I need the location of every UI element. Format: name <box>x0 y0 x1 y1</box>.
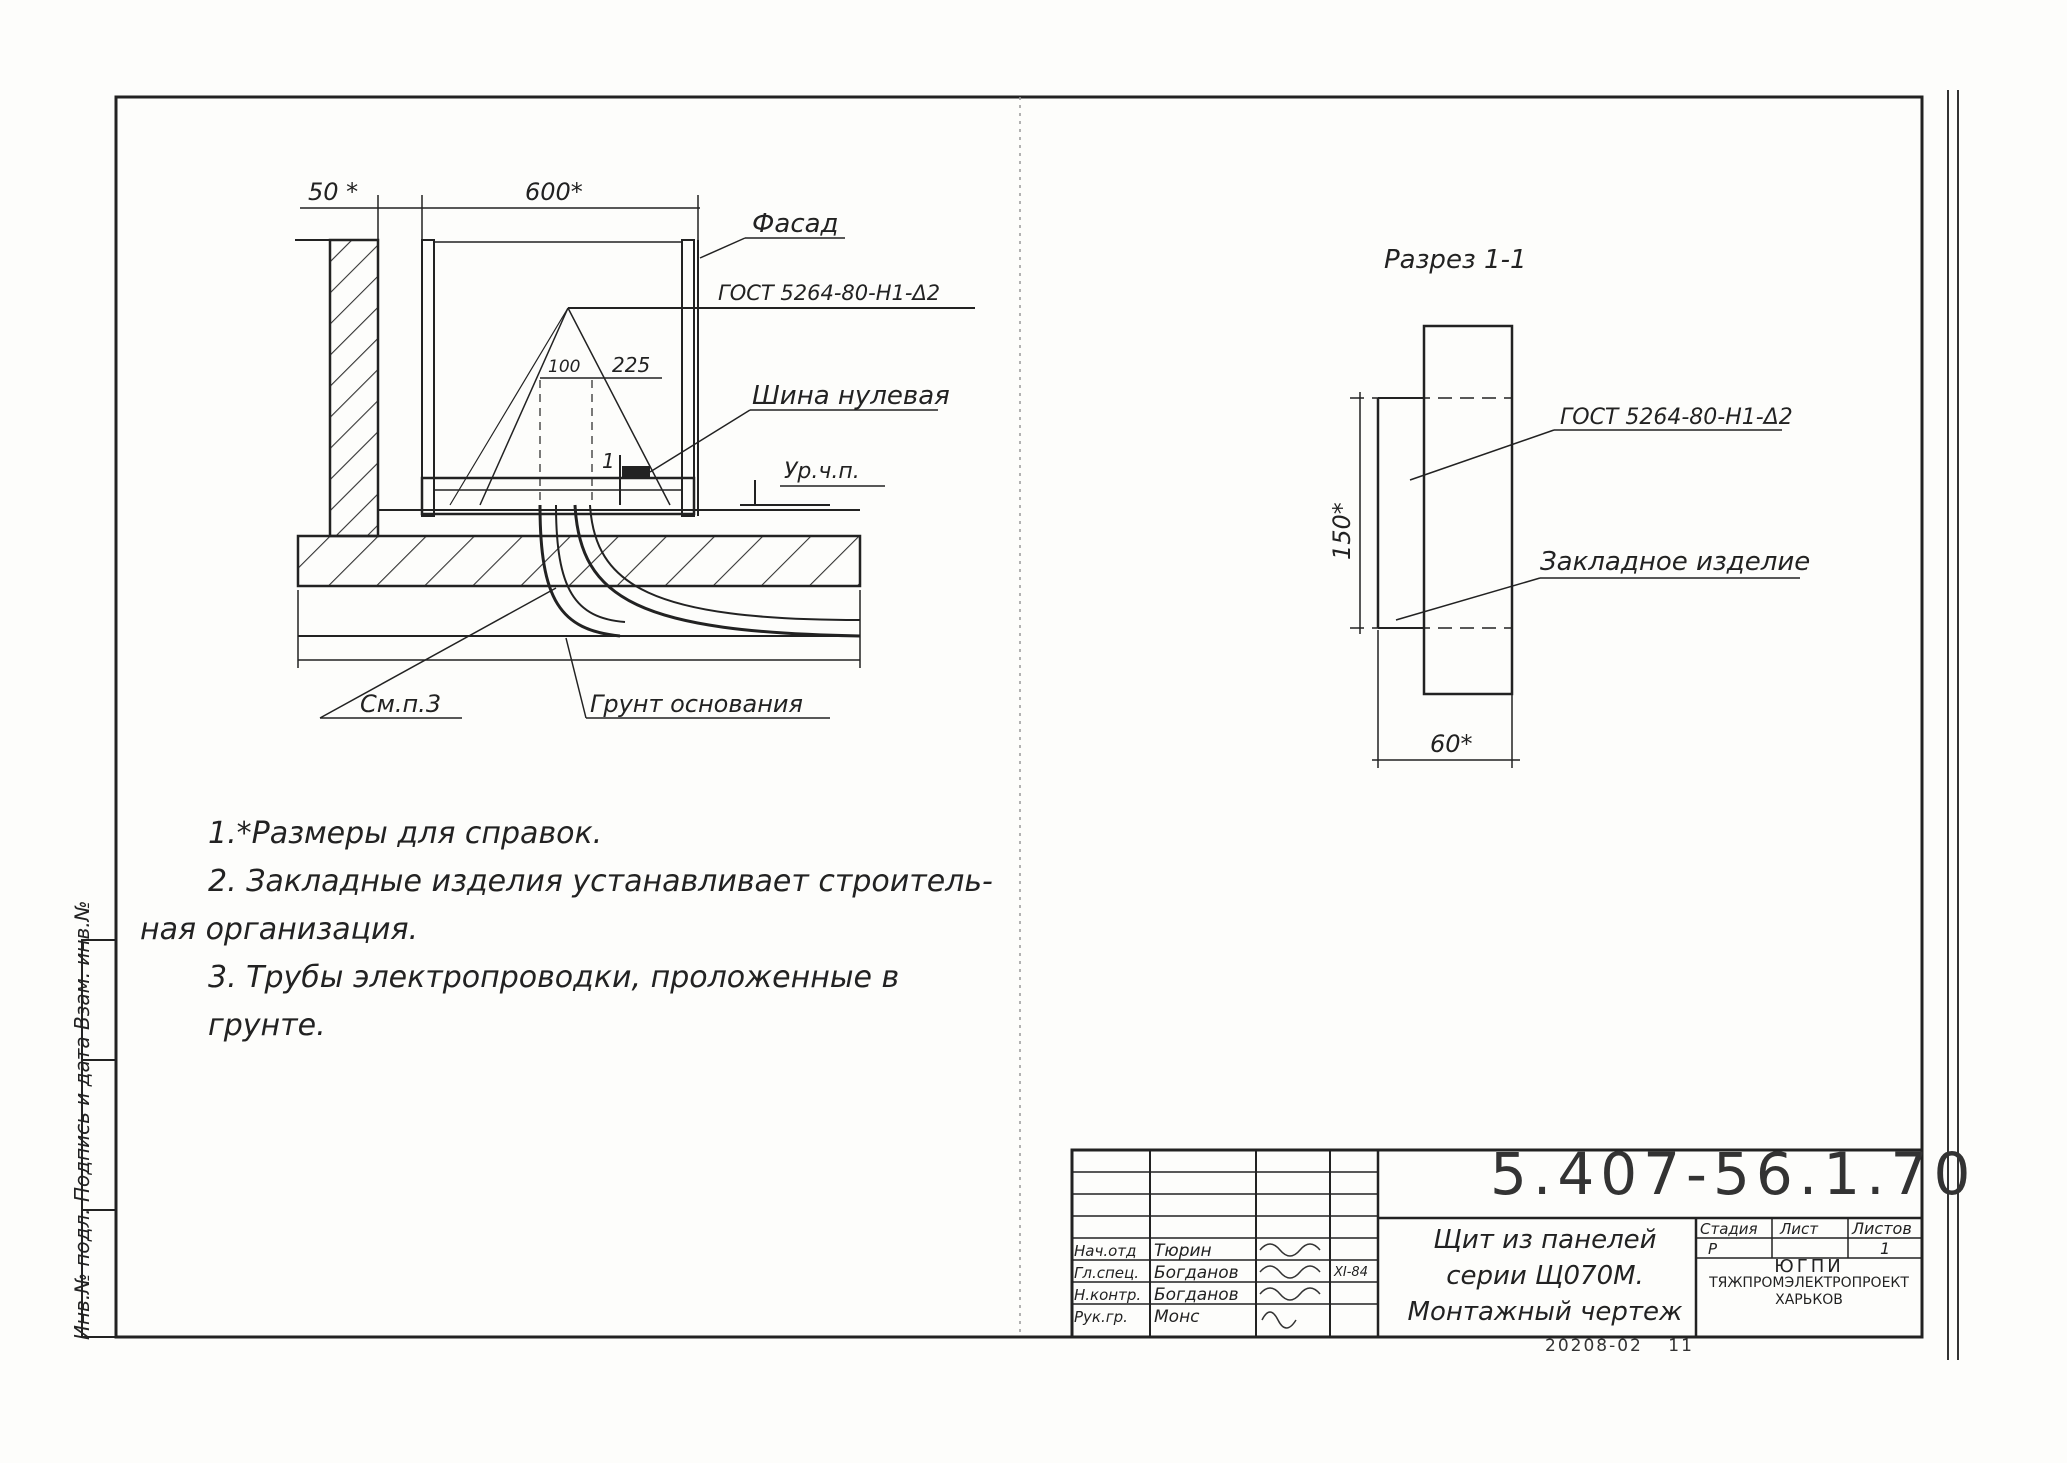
title-line-2: серии Щ070М. <box>1446 1261 1644 1291</box>
outer-frame <box>114 95 1924 1339</box>
note-1: 1.*Размеры для справок. <box>208 816 603 851</box>
title-line-1: Щит из панелей <box>1433 1225 1657 1255</box>
see-leader <box>319 587 557 719</box>
org-line-2: ТЯЖПРОМЭЛЕКТРОПРОЕКТ <box>1709 1275 1909 1291</box>
signature-mark <box>1259 1287 1321 1301</box>
archive-number: 20208-02 11 <box>1545 1336 1694 1356</box>
note-3: 3. Трубы электропроводки, проложенные в … <box>208 960 900 1043</box>
name-1: Тюрин <box>1154 1241 1212 1261</box>
org-line-3: ХАРЬКОВ <box>1775 1292 1843 1308</box>
role-2: Гл.спец. <box>1074 1264 1139 1282</box>
gost-leader-right <box>1409 429 1555 481</box>
signature-mark <box>1261 1311 1297 1329</box>
side-stamp-strip <box>81 939 117 1338</box>
ground-label: Грунт основания <box>590 690 803 718</box>
wall-section <box>328 238 380 538</box>
dim-225-label: 225 <box>612 353 650 377</box>
dim-100-label: 100 <box>548 357 580 377</box>
leader-line <box>567 307 671 506</box>
dim-50-label: 50 * <box>308 178 358 206</box>
conduit-1b <box>555 504 626 623</box>
conduit-1 <box>538 504 621 638</box>
name-3: Богданов <box>1154 1285 1239 1305</box>
panel-right-profile <box>681 239 695 517</box>
document-code: 5.407-56.1.70 <box>1490 1140 1977 1208</box>
archive-number-value: 20208-02 <box>1545 1336 1643 1356</box>
bus-leader <box>649 409 751 473</box>
title-line-3: Монтажный чертеж <box>1407 1297 1683 1327</box>
section-1-1-drawing: Разрез 1-1 ГОСТ 5264-80-Н1-Δ2 150* Закла… <box>1328 245 1810 768</box>
document-title: Щит из панелей серии Щ070М. Монтажный че… <box>1380 1222 1710 1330</box>
zero-bus <box>622 466 650 478</box>
dim-150-label: 150* <box>1328 502 1356 560</box>
gost-label-left: ГОСТ 5264-80-Н1-Δ2 <box>718 281 940 305</box>
side-stamp-label: Инв.№ подл. Подпись и дата Взам. инв.№ <box>70 900 94 1340</box>
archive-sheet-value: 11 <box>1668 1336 1694 1356</box>
panel-base-frame <box>420 476 696 516</box>
leader-line <box>479 307 569 506</box>
zero-bus-label: Шина нулевая <box>752 381 950 411</box>
embedded-leader <box>1395 577 1541 621</box>
gost-label-right: ГОСТ 5264-80-Н1-Δ2 <box>1560 405 1793 430</box>
org-line-1: ЮГПИ <box>1774 1256 1844 1277</box>
dim-600-label: 600* <box>525 178 583 206</box>
name-4: Монс <box>1154 1307 1200 1327</box>
signature-mark <box>1259 1265 1321 1279</box>
section-mark-label: 1 <box>602 449 615 473</box>
signature-mark <box>1259 1243 1321 1257</box>
leader-line <box>449 307 569 506</box>
ground-leader <box>565 637 587 719</box>
sheets-value: 1 <box>1880 1239 1890 1258</box>
left-detail-drawing: 50 * 600* 100 225 Фасад ГОСТ 5264-80-Н1-… <box>295 178 975 719</box>
dim-60-label: 60* <box>1430 730 1473 758</box>
role-1: Нач.отд <box>1074 1242 1136 1260</box>
sign-date: XI-84 <box>1333 1265 1368 1280</box>
level-label: Ур.ч.п. <box>784 459 860 484</box>
panel-profile-section <box>1422 324 1514 696</box>
conduit-2b <box>589 504 861 621</box>
floor-slab <box>296 534 862 588</box>
conduit-2 <box>573 504 861 638</box>
see-note-label: См.п.3 <box>360 690 441 718</box>
note-2-cont: ная организация. <box>140 912 419 947</box>
facade-leader <box>699 237 746 259</box>
title-block-grid <box>1070 1148 1924 1339</box>
panel-left-profile <box>421 239 435 517</box>
organization-block: ЮГПИ ТЯЖПРОМЭЛЕКТРОПРОЕКТ ХАРЬКОВ <box>1696 1258 1922 1309</box>
embedded-label: Закладное изделие <box>1540 547 1810 577</box>
notes-block: 1.*Размеры для справок. 2. Закладные изд… <box>140 810 1020 1050</box>
sheets-header: Листов <box>1851 1219 1912 1238</box>
section-title: Разрез 1-1 <box>1384 245 1527 275</box>
role-3: Н.контр. <box>1074 1286 1141 1304</box>
stage-value: Р <box>1708 1240 1718 1258</box>
stage-header: Стадия <box>1700 1220 1758 1238</box>
sheet-header: Лист <box>1779 1220 1819 1238</box>
role-4: Рук.гр. <box>1074 1308 1128 1326</box>
note-2: 2. Закладные изделия устанавливает строи… <box>208 864 993 899</box>
name-2: Богданов <box>1154 1263 1239 1283</box>
facade-label: Фасад <box>752 209 839 239</box>
